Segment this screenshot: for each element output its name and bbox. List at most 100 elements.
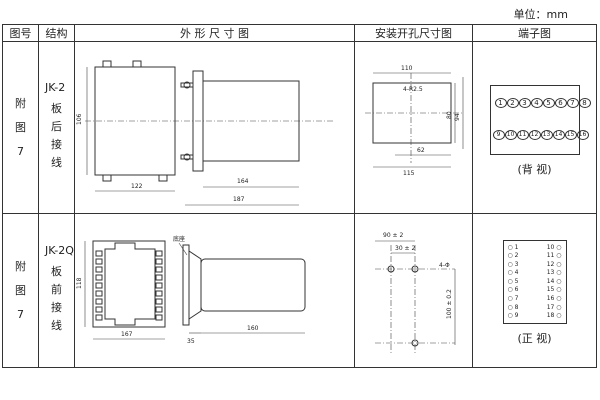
terminal-number: 12 [528,129,541,140]
fig-no-cell: 附 图 7 [2,213,39,368]
terminal-number: 9 [492,129,505,140]
fig-no-char: 附 [15,96,26,110]
desc-char: 接 [51,138,62,151]
structure-desc: 板 前 接 线 [51,263,63,335]
dim-holes: 4-R2.5 [403,86,423,93]
header-outline: 外 形 尺 寸 图 [74,24,355,42]
terminal-number: 15 ○ [546,286,562,294]
bottom-lug [102,174,112,181]
fig-no-char: 附 [15,259,26,273]
header-structure: 结构 [38,24,75,42]
dim-front-width: 167 [121,331,133,338]
terminal-box: ○ 1○ 2○ 3○ 4○ 5○ 6○ 7○ 8○ 9 10 ○11 ○12 ○… [502,239,567,324]
terminal-number: 16 ○ [546,295,562,303]
terminal-number: 14 ○ [546,277,562,285]
terminal-mark [95,250,103,256]
terminal-number: ○ 5 [507,277,519,285]
terminal-number: 11 ○ [546,252,562,260]
terminal-number: ○ 2 [507,252,519,260]
terminal-number: 17 ○ [546,303,562,311]
desc-char: 线 [51,319,62,332]
terminal-number: 4 [530,97,543,108]
screw [183,81,191,88]
side-body [200,258,306,311]
terminal-mark [95,274,103,280]
terminal-number: 6 [554,97,567,108]
terminal-number: ○ 9 [507,312,519,320]
dim-side-b: 160 [247,325,259,332]
terminal-number: ○ 6 [507,286,519,294]
fig-no-char: 7 [17,144,24,158]
terminal-mark [155,306,163,312]
mounting-cell: 110 4-R2.5 80 94 62 115 [354,41,473,214]
structure-model: JK-2 [45,81,66,94]
terminal-number: 13 ○ [546,269,562,277]
screw-shaft [180,82,194,87]
terminal-number: 5 [542,97,555,108]
terminal-number: 10 ○ [546,243,562,251]
desc-char: 板 [51,102,62,115]
terminal-number: 10 [504,129,517,140]
outline-drawing-jk2: 106 122 164 187 [76,60,335,205]
terminal-mark [155,282,163,288]
mounting-cell: 90 ± 2 30 ± 2 4-Φ 100 ± 0.2 [354,213,473,368]
terminal-number: 12 ○ [546,260,562,268]
front-panel [92,240,166,327]
terminal-mark [95,290,103,296]
dim-front-height: 118 [76,277,83,289]
terminal-number: 7 [566,97,579,108]
header-row: 图号 结构 外 形 尺 寸 图 安装开孔尺寸图 端子图 [2,24,597,42]
fig-no-char: 7 [17,307,24,321]
dim-depth-a: 164 [237,178,249,185]
dim-cut-v: 100 ± 0.2 [446,288,453,318]
outline-cell: 118 167 底座 35 160 [74,213,355,368]
structure-cell: JK-2 板 后 接 线 [38,41,75,214]
header-fig-no: 图号 [2,24,39,42]
terminal-number: 15 [564,129,577,140]
terminal-col-right: 10 ○11 ○12 ○13 ○14 ○15 ○16 ○17 ○18 ○ [547,244,562,321]
top-lug [132,60,142,67]
fig-no-char: 图 [15,283,26,297]
desc-char: 接 [51,301,62,314]
terminal-number: 18 ○ [546,312,562,320]
terminal-number: 8 [578,97,591,108]
terminal-number: ○ 3 [507,260,519,268]
terminal-mark [155,274,163,280]
terminal-number: 16 [576,129,589,140]
terminal-number: 3 [518,97,531,108]
front-body [104,242,156,325]
desc-char: 线 [51,156,62,169]
terminal-mark [155,250,163,256]
taper [188,250,202,319]
screw-shaft [180,154,194,159]
dim-cut-h2: 94 [454,113,461,121]
terminal-number: ○ 4 [507,269,519,277]
terminal-mark [155,298,163,304]
dim-height: 106 [76,113,83,125]
base-label: 底座 [173,235,185,243]
front-terminals [95,250,163,320]
spec-table: 图号 结构 外 形 尺 寸 图 安装开孔尺寸图 端子图 附 图 7 JK-2 板… [2,24,597,368]
dim-cut-b: 30 ± 2 [395,245,415,252]
terminal-mark [95,306,103,312]
rear-body [202,80,300,161]
terminal-number: 11 [516,129,529,140]
structure-model: JK-2Q [45,244,74,257]
base-plate [182,244,190,325]
desc-char: 前 [51,283,62,296]
terminal-col-left: ○ 1○ 2○ 3○ 4○ 5○ 6○ 7○ 8○ 9 [508,244,519,321]
header-mounting: 安装开孔尺寸图 [354,24,473,42]
structure-desc: 板 后 接 线 [51,100,63,172]
terminal-number: ○ 7 [507,295,519,303]
terminal-mark [95,282,103,288]
terminal-mark [155,314,163,320]
terminal-mark [155,290,163,296]
terminal-number: 13 [540,129,553,140]
dim-cut-w2: 115 [403,170,415,177]
outline-cell: 106 122 164 187 [74,41,355,214]
dim-depth-total: 187 [233,196,245,203]
